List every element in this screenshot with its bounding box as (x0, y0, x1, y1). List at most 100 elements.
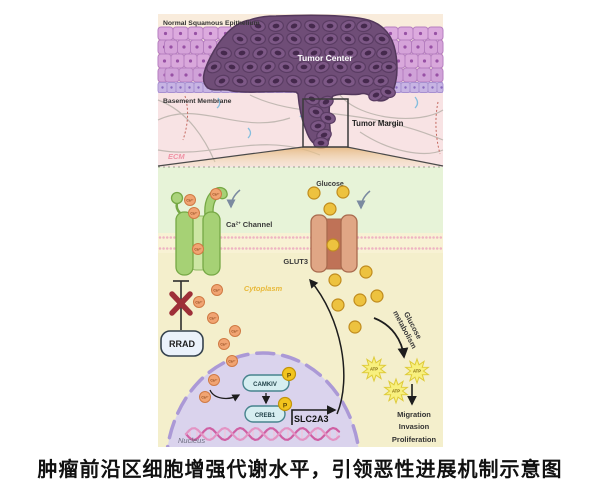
ca-ion: Ca²⁺ (229, 325, 241, 337)
dna-strand (184, 426, 341, 442)
glut3-transporter (310, 214, 358, 273)
ecm-fibers (157, 94, 444, 163)
tumor-cell (286, 19, 302, 33)
tumor-margin-label: Tumor Margin (352, 119, 404, 128)
tumor-cell (380, 85, 396, 99)
camkiv-label: CAMKIV (253, 382, 277, 388)
ca-ion: Ca²⁺ (210, 188, 222, 200)
tumor-cell (304, 19, 320, 33)
tumor-cell (278, 60, 294, 74)
tumor-cell (358, 32, 374, 46)
tumor-cell (340, 19, 356, 33)
svg-text:Ca²⁺: Ca²⁺ (201, 395, 208, 399)
ca-ion: Ca²⁺ (193, 296, 205, 308)
beam-line-left (157, 146, 304, 167)
outcome-proliferation: Proliferation (392, 435, 437, 444)
normal-epithelium-label: Normal Squamous Epithelium (163, 20, 260, 27)
svg-text:Ca²⁺: Ca²⁺ (190, 211, 197, 215)
tumor-cell (310, 119, 326, 133)
ca-ion: Ca²⁺ (192, 243, 204, 255)
svg-text:Ca²⁺: Ca²⁺ (220, 342, 227, 346)
tumor-cell (206, 60, 222, 74)
phospho-circle-camkiv (281, 366, 297, 382)
phospho-label-camkiv: P (287, 373, 292, 380)
nuclear-envelope (165, 351, 361, 447)
tumor-cell (250, 32, 266, 46)
mechanism-diagram: ECM Tumor Center Normal Squamous Epithel… (157, 14, 444, 447)
slc2a3-to-glut3-arrow (309, 278, 345, 415)
glucose-entry-arrow (356, 190, 371, 210)
tumor-cell (368, 88, 384, 102)
atp-burst: ATP (383, 377, 409, 405)
glucose-molecule (307, 186, 321, 200)
ca-ion: Ca²⁺ (208, 374, 220, 386)
tumor-cell (324, 46, 340, 60)
camkiv-pill (242, 374, 290, 392)
ca-ion: Ca²⁺ (188, 207, 200, 219)
dna-strand (184, 426, 341, 442)
glucose-molecule (348, 320, 362, 334)
ca-ion: Ca²⁺ (218, 338, 230, 350)
outcome-migration: Migration (397, 410, 431, 419)
tumor-cell (288, 46, 304, 60)
tumor-cell (268, 74, 284, 88)
metabolism-arrow (373, 317, 409, 359)
tumor-cell (232, 74, 248, 88)
red-x-icon (169, 291, 193, 316)
slc2a3-label: SLC2A3 (294, 414, 329, 424)
tumor-cell (214, 74, 230, 88)
tumor-cell (376, 46, 392, 60)
calcium-ions: Ca²⁺ Ca²⁺ Ca²⁺ Ca²⁺ Ca²⁺ Ca²⁺ Ca²⁺ Ca²⁺ Ca²⁺ Ca²⁺… (184, 188, 241, 403)
phospho-label-creb1: P (283, 403, 288, 410)
tumor-cell (232, 32, 248, 46)
tumor-cell (250, 74, 266, 88)
svg-text:Ca²⁺: Ca²⁺ (194, 247, 201, 251)
tumor-cells (206, 19, 397, 150)
tumor-cell (322, 74, 338, 88)
tumor-cell (356, 19, 372, 33)
glucose-molecule (328, 273, 342, 287)
svg-text:Ca²⁺: Ca²⁺ (186, 198, 193, 202)
glucose-molecule (359, 265, 373, 279)
tumor-cell (250, 19, 266, 33)
svg-text:ATP: ATP (392, 389, 400, 394)
tumor-cell (224, 60, 240, 74)
ca-ion: Ca²⁺ (199, 391, 211, 403)
tumor-margin-box (302, 98, 349, 148)
tumor-cell (286, 74, 302, 88)
ca-ion: Ca²⁺ (184, 194, 196, 206)
tumor-cell (304, 32, 320, 46)
creb1-pill (244, 405, 286, 423)
basement-membrane-label: Basement Membrane (163, 98, 232, 105)
tumor-cell (368, 60, 384, 74)
tumor-cell (270, 46, 286, 60)
tumor-cell (313, 136, 329, 150)
outcome-invasion: Invasion (399, 422, 430, 431)
tumor-cell (381, 60, 397, 74)
tumor-cell (268, 19, 284, 33)
glucose-molecule (353, 293, 367, 307)
tumor-cell (342, 46, 358, 60)
tumor-cell (242, 60, 258, 74)
svg-text:Ca²⁺: Ca²⁺ (213, 288, 220, 292)
tumor-cell (340, 32, 356, 46)
atp-burst: ATP (404, 357, 430, 385)
tumor-cell (350, 60, 366, 74)
tumor-cell (268, 32, 284, 46)
rrad-label: RRAD (169, 339, 195, 349)
calcium-channel (170, 186, 228, 276)
tumor-cell (314, 60, 330, 74)
ca-ion: Ca²⁺ (226, 355, 238, 367)
phospho-circle-creb1 (277, 396, 293, 412)
svg-text:Ca²⁺: Ca²⁺ (209, 316, 216, 320)
glucose-molecule (336, 185, 350, 199)
tumor-cell (260, 60, 276, 74)
ecm-label: ECM (168, 152, 185, 161)
basement-cell (436, 82, 444, 93)
tumor-cell (320, 111, 336, 125)
tumor-cell (306, 46, 322, 60)
svg-text:ATP: ATP (370, 367, 378, 372)
cytoplasm-label: Cytoplasm (244, 284, 283, 293)
glucose-molecules (307, 185, 384, 334)
